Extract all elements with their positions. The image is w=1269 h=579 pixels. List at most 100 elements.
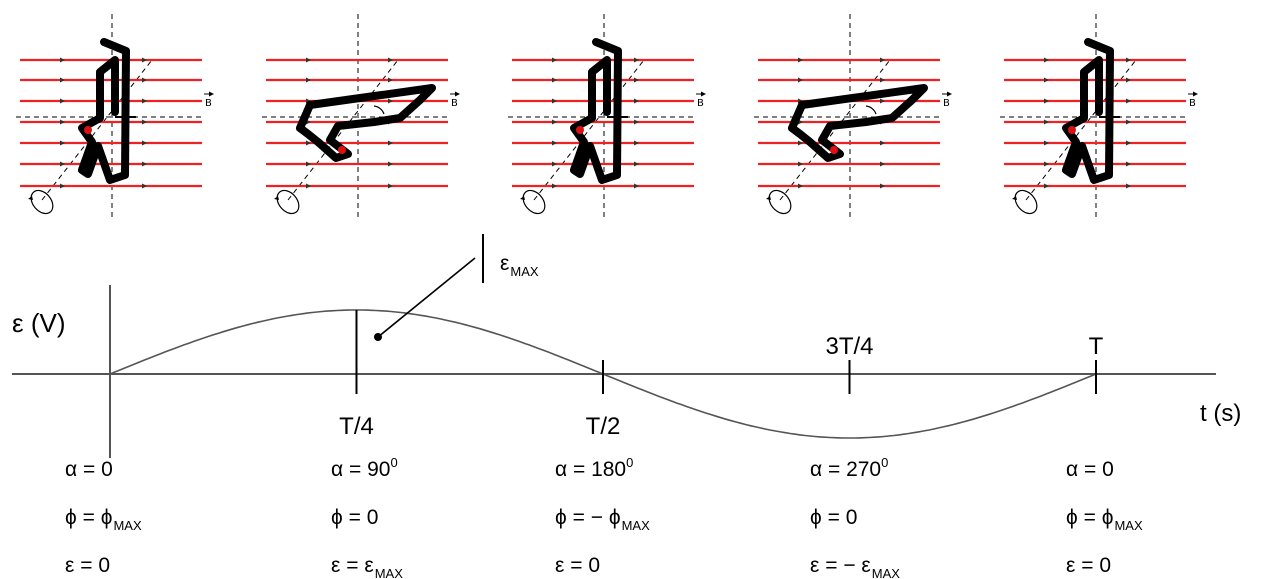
rotation-axis — [287, 59, 399, 201]
emf-symbol: ε — [555, 554, 564, 577]
field-label: B — [205, 98, 212, 109]
angle-arc — [373, 105, 385, 115]
field-arrow-icon — [142, 98, 147, 104]
phi-equation: ϕ = − ϕMAX — [555, 506, 650, 533]
alpha-equation: α = 1800 — [555, 455, 633, 481]
field-arrow-icon — [634, 77, 639, 83]
emax-label: εMAX — [500, 252, 539, 279]
equals-sign: = — [564, 554, 588, 577]
conducting-loop — [1062, 38, 1114, 184]
conducting-loop — [78, 38, 130, 184]
emax-callout-dot — [374, 333, 382, 341]
phi-equation: ϕ = ϕMAX — [1066, 506, 1143, 533]
field-arrow-icon — [634, 98, 639, 104]
emax-symbol: ε — [500, 252, 509, 275]
phi-symbol: ϕ — [65, 506, 77, 529]
equals-sign: = — [822, 506, 846, 529]
field-arrow-icon — [306, 161, 311, 167]
conducting-loop — [570, 38, 622, 184]
emf-value: ε — [861, 554, 870, 577]
rotation-axis — [533, 59, 645, 201]
field-arrow-icon — [798, 140, 803, 146]
phi-subscript: MAX — [113, 518, 142, 533]
phi-equation: ϕ = ϕMAX — [65, 506, 142, 533]
field-arrow-icon — [552, 77, 557, 83]
emf-equation: ε = 0 — [555, 554, 600, 577]
emf-equation: ε = − εMAX — [810, 554, 900, 579]
x-axis-label: t (s) — [1200, 400, 1241, 427]
alpha-symbol: α — [65, 458, 77, 481]
phi-equation: ϕ = 0 — [331, 506, 378, 529]
degree-superscript: 0 — [390, 455, 397, 470]
alpha-equation: α = 900 — [331, 455, 398, 481]
rotation-arrow-icon — [276, 189, 300, 215]
field-arrow-icon — [798, 57, 803, 63]
equals-sign: = — [340, 554, 364, 577]
equals-sign: = — [567, 506, 591, 529]
field-arrow-icon — [388, 77, 393, 83]
equals-sign: = — [77, 506, 101, 529]
field-arrow-icon — [142, 183, 147, 189]
emf-value: 0 — [1099, 554, 1111, 577]
field-arrow-icon — [142, 140, 147, 146]
degree-superscript: 0 — [881, 455, 888, 470]
field-arrow-icon — [880, 183, 885, 189]
field-arrow-icon — [1044, 161, 1049, 167]
alpha-value: 0 — [101, 458, 113, 481]
emf-subscript: MAX — [872, 566, 901, 579]
loop-panel: B — [1000, 14, 1198, 220]
rotation-arrowhead-icon — [1012, 196, 1017, 200]
field-label: B — [1189, 98, 1196, 109]
emax-callout-leader — [377, 257, 476, 338]
alpha-equation: α = 0 — [1066, 458, 1114, 481]
field-arrow-icon — [1044, 119, 1049, 125]
field-arrow-icon — [552, 98, 557, 104]
field-arrow-icon — [388, 57, 393, 63]
loop-panel: B — [508, 14, 706, 220]
equals-sign: = — [1075, 554, 1099, 577]
field-arrow-icon — [1044, 98, 1049, 104]
equals-sign: = — [1078, 458, 1102, 481]
alpha-value: 270 — [846, 458, 881, 481]
loop-side-marker — [576, 126, 584, 134]
field-arrow-icon — [798, 183, 803, 189]
field-label: B — [451, 98, 458, 109]
rotation-axis — [41, 59, 153, 201]
loop-side-marker — [1068, 126, 1076, 134]
field-arrow-icon — [306, 77, 311, 83]
field-arrow-icon — [798, 161, 803, 167]
field-arrow-icon — [1044, 183, 1049, 189]
rotation-arrowhead-icon — [274, 196, 279, 200]
field-arrow-icon — [142, 161, 147, 167]
phi-value: ϕ — [101, 506, 113, 529]
rotation-arrow-icon — [1014, 189, 1038, 215]
loop-panel: B — [754, 14, 952, 220]
phi-symbol: ϕ — [331, 506, 343, 529]
emf-subscript: MAX — [375, 566, 404, 579]
field-arrow-icon — [60, 77, 65, 83]
field-arrow-icon — [634, 119, 639, 125]
tick-label: 3T/4 — [825, 333, 873, 360]
field-arrow-icon — [388, 140, 393, 146]
degree-superscript: 0 — [626, 455, 633, 470]
phi-value: 0 — [367, 506, 379, 529]
equals-sign: = — [822, 458, 846, 481]
alpha-value: 0 — [1102, 458, 1114, 481]
alpha-symbol: α — [555, 458, 567, 481]
emf-symbol: ε — [331, 554, 340, 577]
alpha-equation: α = 0 — [65, 458, 113, 481]
alpha-symbol: α — [810, 458, 822, 481]
equals-sign: = — [343, 506, 367, 529]
field-arrow-icon — [552, 161, 557, 167]
equals-sign: = — [343, 458, 367, 481]
rotation-arrow-icon — [30, 189, 54, 215]
alpha-symbol: α — [331, 458, 343, 481]
field-arrow-icon — [1126, 183, 1131, 189]
field-arrow-icon — [1044, 57, 1049, 63]
rotation-axis — [779, 59, 891, 201]
field-arrow-icon — [1126, 119, 1131, 125]
field-arrow-icon — [634, 57, 639, 63]
tick-label: T — [1089, 333, 1104, 360]
